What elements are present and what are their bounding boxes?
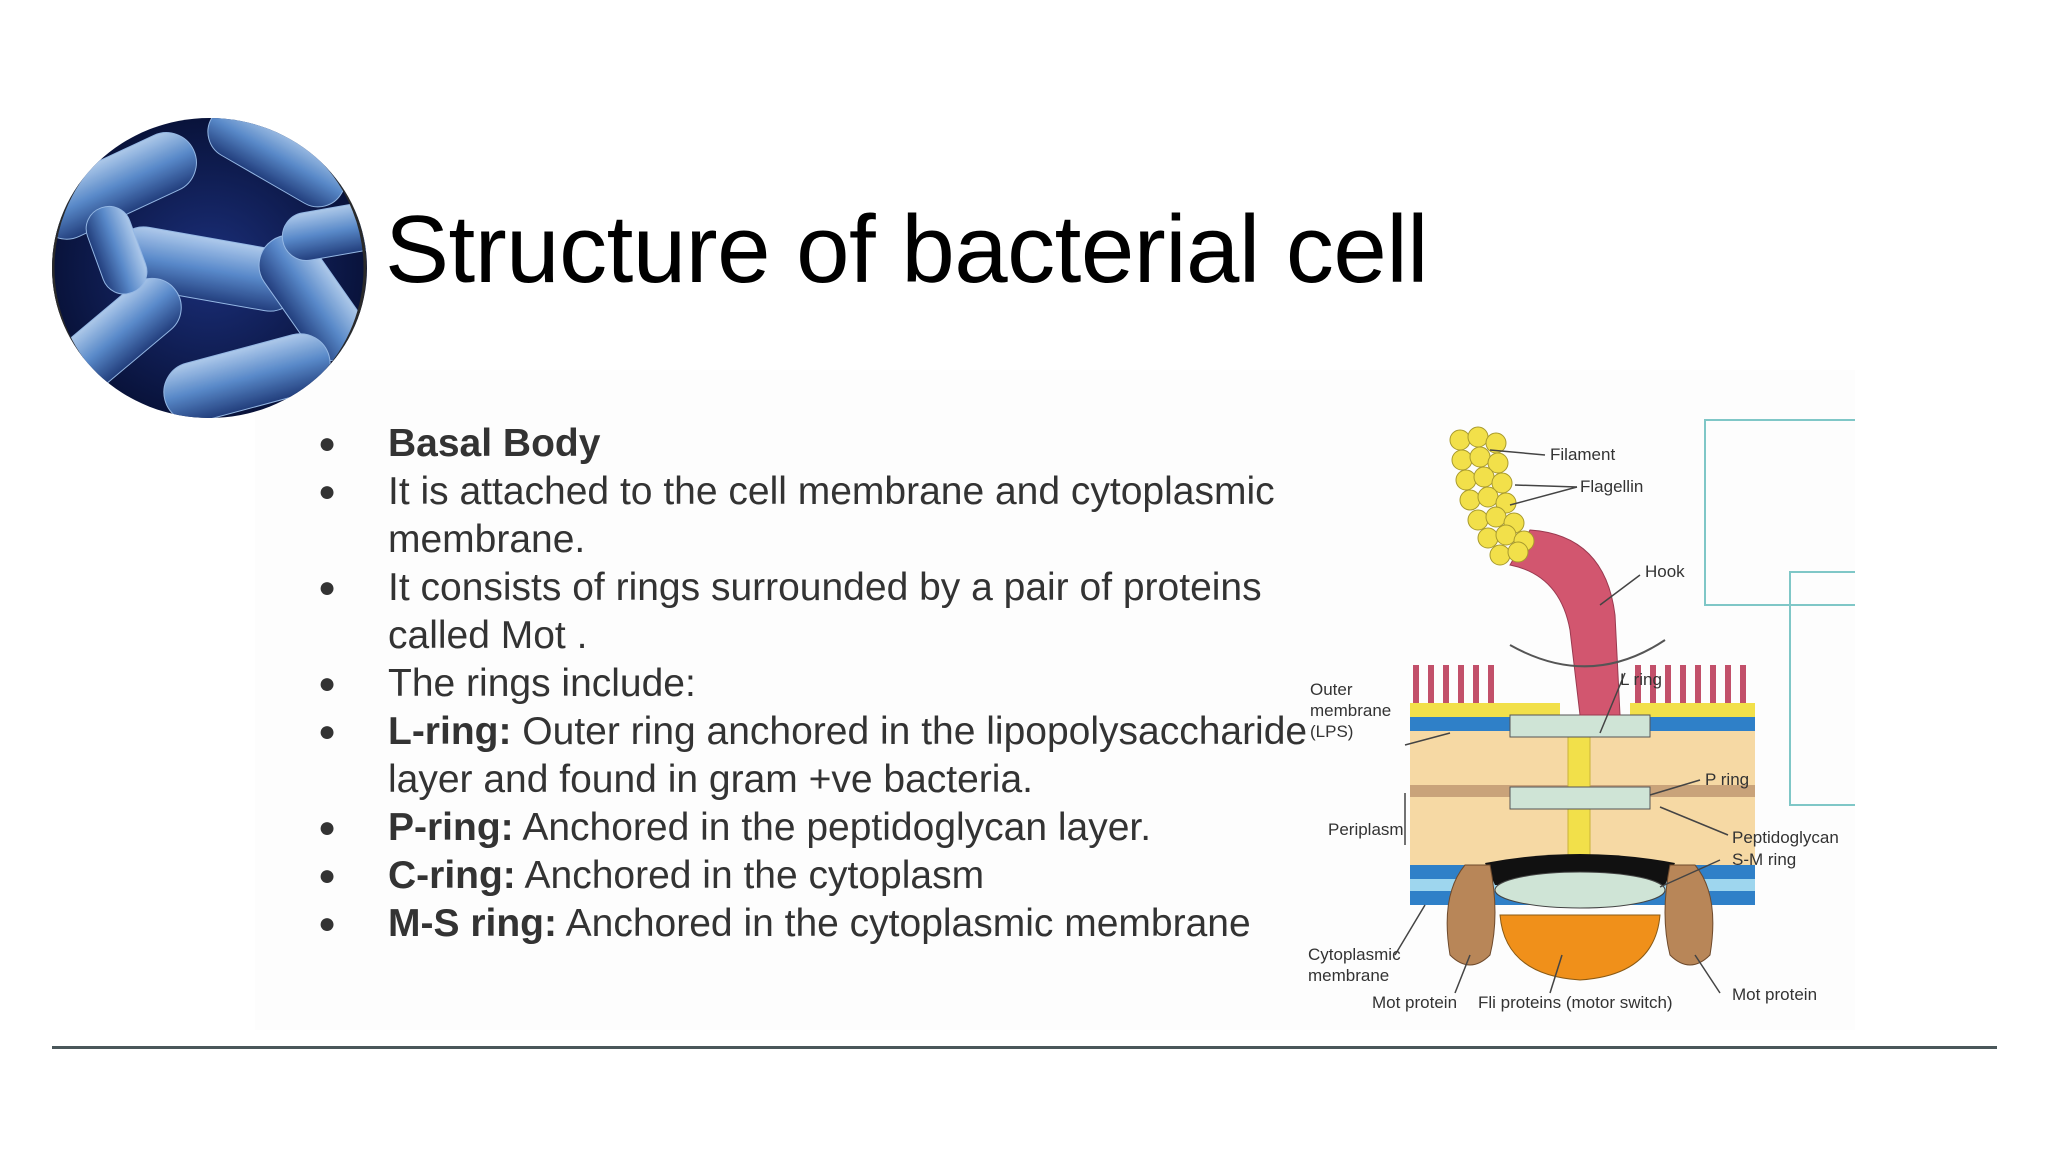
label-sm-ring: S-M ring xyxy=(1732,850,1796,869)
label-outer-membrane-2: membrane xyxy=(1310,701,1391,720)
bullet-icon: ● xyxy=(318,427,337,460)
bullet-icon: ● xyxy=(318,811,337,844)
hook xyxy=(1509,529,1621,716)
label-flagellin: Flagellin xyxy=(1580,477,1643,496)
filament xyxy=(1449,426,1535,566)
flagellum-diagram: Filament Flagellin Hook L ring Outer mem… xyxy=(1308,419,1855,1012)
sm-ring xyxy=(1494,871,1666,909)
label-filament: Filament xyxy=(1550,445,1615,464)
bullet-bold: Basal Body xyxy=(388,422,601,465)
mot-protein-right xyxy=(1664,864,1714,966)
list-item: ● P-ring: Anchored in the peptidoglycan l… xyxy=(318,804,1308,852)
slide-title: Structure of bacterial cell xyxy=(385,196,1428,303)
list-item: ● Basal Body xyxy=(318,420,1308,468)
bullet-text: It consists of rings surrounded by a pai… xyxy=(388,566,1262,657)
list-item: ● It is attached to the cell membrane and… xyxy=(318,468,1308,564)
fli-proteins xyxy=(1499,914,1661,981)
bullet-icon: ● xyxy=(318,715,337,748)
p-ring xyxy=(1509,786,1651,810)
label-outer-membrane-1: Outer xyxy=(1310,680,1353,699)
list-item: ● M-S ring: Anchored in the cytoplasmic m… xyxy=(318,900,1308,948)
bullet-icon: ● xyxy=(318,475,337,508)
bullet-text: Anchored in the peptidoglycan layer. xyxy=(513,806,1152,849)
bullet-bold: L-ring: xyxy=(388,710,512,753)
label-peptidoglycan: Peptidoglycan xyxy=(1732,828,1839,847)
l-ring xyxy=(1509,714,1651,738)
bullet-icon: ● xyxy=(318,571,337,604)
rotation-arrow xyxy=(1509,639,1666,668)
leader-lines xyxy=(1394,449,1729,994)
label-mot-protein-left: Mot protein xyxy=(1372,993,1457,1012)
label-p-ring: P ring xyxy=(1705,770,1749,789)
bacteria-image xyxy=(52,118,367,418)
bullet-text: Anchored in the cytoplasmic membrane xyxy=(556,902,1251,945)
list-item: ● L-ring: Outer ring anchored in the lipo… xyxy=(318,708,1308,804)
list-item: ● The rings include: xyxy=(318,660,1308,708)
label-l-ring: L ring xyxy=(1620,670,1662,689)
label-outer-membrane-3: (LPS) xyxy=(1310,722,1353,741)
bullet-icon: ● xyxy=(318,667,337,700)
label-cytoplasmic-2: membrane xyxy=(1308,966,1389,985)
label-cytoplasmic-1: Cytoplasmic xyxy=(1308,945,1401,964)
bullet-text: The rings include: xyxy=(388,662,696,705)
label-periplasm: Periplasm xyxy=(1328,820,1404,839)
bullet-bold: P-ring: xyxy=(388,806,514,849)
bullet-bold: M-S ring: xyxy=(388,902,557,945)
outer-membrane xyxy=(1410,703,1755,731)
footer-rule xyxy=(52,1046,1997,1049)
bullet-text: It is attached to the cell membrane and … xyxy=(388,470,1275,561)
mot-protein-left xyxy=(1446,864,1496,966)
bracket-lines xyxy=(1704,419,1855,806)
bullet-list: ● Basal Body ● It is attached to the cell … xyxy=(318,420,1308,948)
lps-spikes xyxy=(1413,665,1746,703)
label-hook: Hook xyxy=(1645,562,1685,581)
bullet-icon: ● xyxy=(318,907,337,940)
bullet-icon: ● xyxy=(318,859,337,892)
list-item: ● C-ring: Anchored in the cytoplasm xyxy=(318,852,1308,900)
label-mot-protein-right: Mot protein xyxy=(1732,985,1817,1004)
bullet-text: Outer ring anchored in the lipopolysacch… xyxy=(388,710,1308,801)
list-item: ● It consists of rings surrounded by a pa… xyxy=(318,564,1308,660)
label-fli-proteins: Fli proteins (motor switch) xyxy=(1478,993,1673,1012)
bullet-text: Anchored in the cytoplasm xyxy=(515,854,985,897)
bullet-bold: C-ring: xyxy=(388,854,516,897)
